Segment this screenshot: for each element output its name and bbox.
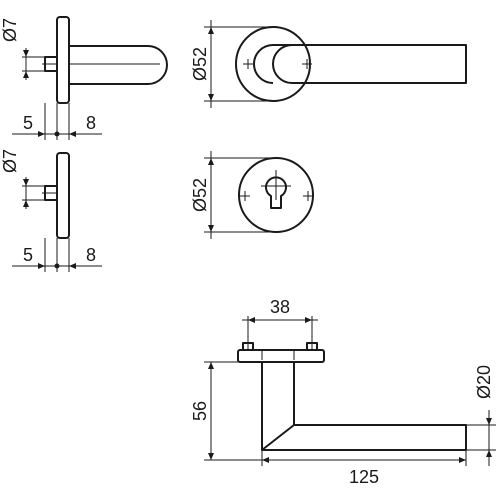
esc-offset-dot-mid [54,263,60,269]
rose-dim-arrow-top [208,27,214,34]
screw-mark-left [243,59,253,69]
esc-offset-arrow-right [69,263,76,269]
lever-top-view: 38 56 Ø20 125 [190,297,496,487]
rose-plate-top [237,349,325,363]
screw-spacing-label: 38 [270,297,290,317]
esc-pin-arrow-top [23,179,29,186]
escutcheon-side-view: Ø7 5 8 [0,149,102,272]
pin-dim-arrow-top [23,50,29,57]
rose-pin-diameter-label: Ø7 [0,18,20,42]
rose-side-view: Ø7 5 8 [0,16,168,140]
esc-screw-mark-left [240,191,250,201]
lever-side-profile [69,45,168,85]
esc-dim-arrow-top [208,158,214,165]
escutcheon-plate-side [56,152,70,239]
spacing-arrow-right [305,317,312,323]
offset-dot-mid [54,131,60,137]
lever-boss-arc [253,44,274,84]
screw-mark-right [302,59,312,69]
esc-offset-arrow-left [38,263,45,269]
rose-plate-side [56,16,70,104]
esc-screw-mark-right [303,191,313,201]
lever-bend-line [261,424,295,451]
escutcheon-diameter-label: Ø52 [190,178,210,212]
offset-arrow-left [38,131,45,137]
length-arrow-right [459,457,466,463]
keyhole-icon [265,176,287,209]
length-arrow-left [262,457,269,463]
lever-front-outline [272,44,467,84]
lever-height-label: 56 [190,401,210,421]
keyhole-pin-diameter-label: Ø7 [0,149,20,173]
keyhole-offset-right-label: 8 [86,245,96,265]
lever-tube-diameter-label: Ø20 [474,365,494,399]
rose-front-view: Ø52 [190,20,467,108]
height-arrow-top [208,362,214,369]
pin-dim-arrow-bottom [23,71,29,78]
keyhole-offset-left-label: 5 [23,245,33,265]
height-arrow-bottom [208,453,214,460]
spacing-arrow-left [248,317,255,323]
tube-arrow-top [486,418,492,425]
escutcheon-front-view: Ø52 [190,151,314,239]
rose-diameter-label: Ø52 [190,47,210,81]
offset-arrow-right [69,131,76,137]
esc-pin-arrow-bottom [23,200,29,207]
rose-offset-right-label: 8 [86,113,96,133]
esc-dim-arrow-bottom [208,225,214,232]
lever-top-outline [261,362,467,451]
tube-arrow-bottom [486,450,492,457]
rose-dim-arrow-bottom [208,94,214,101]
rose-offset-left-label: 5 [23,113,33,133]
lever-length-label: 125 [349,467,379,487]
